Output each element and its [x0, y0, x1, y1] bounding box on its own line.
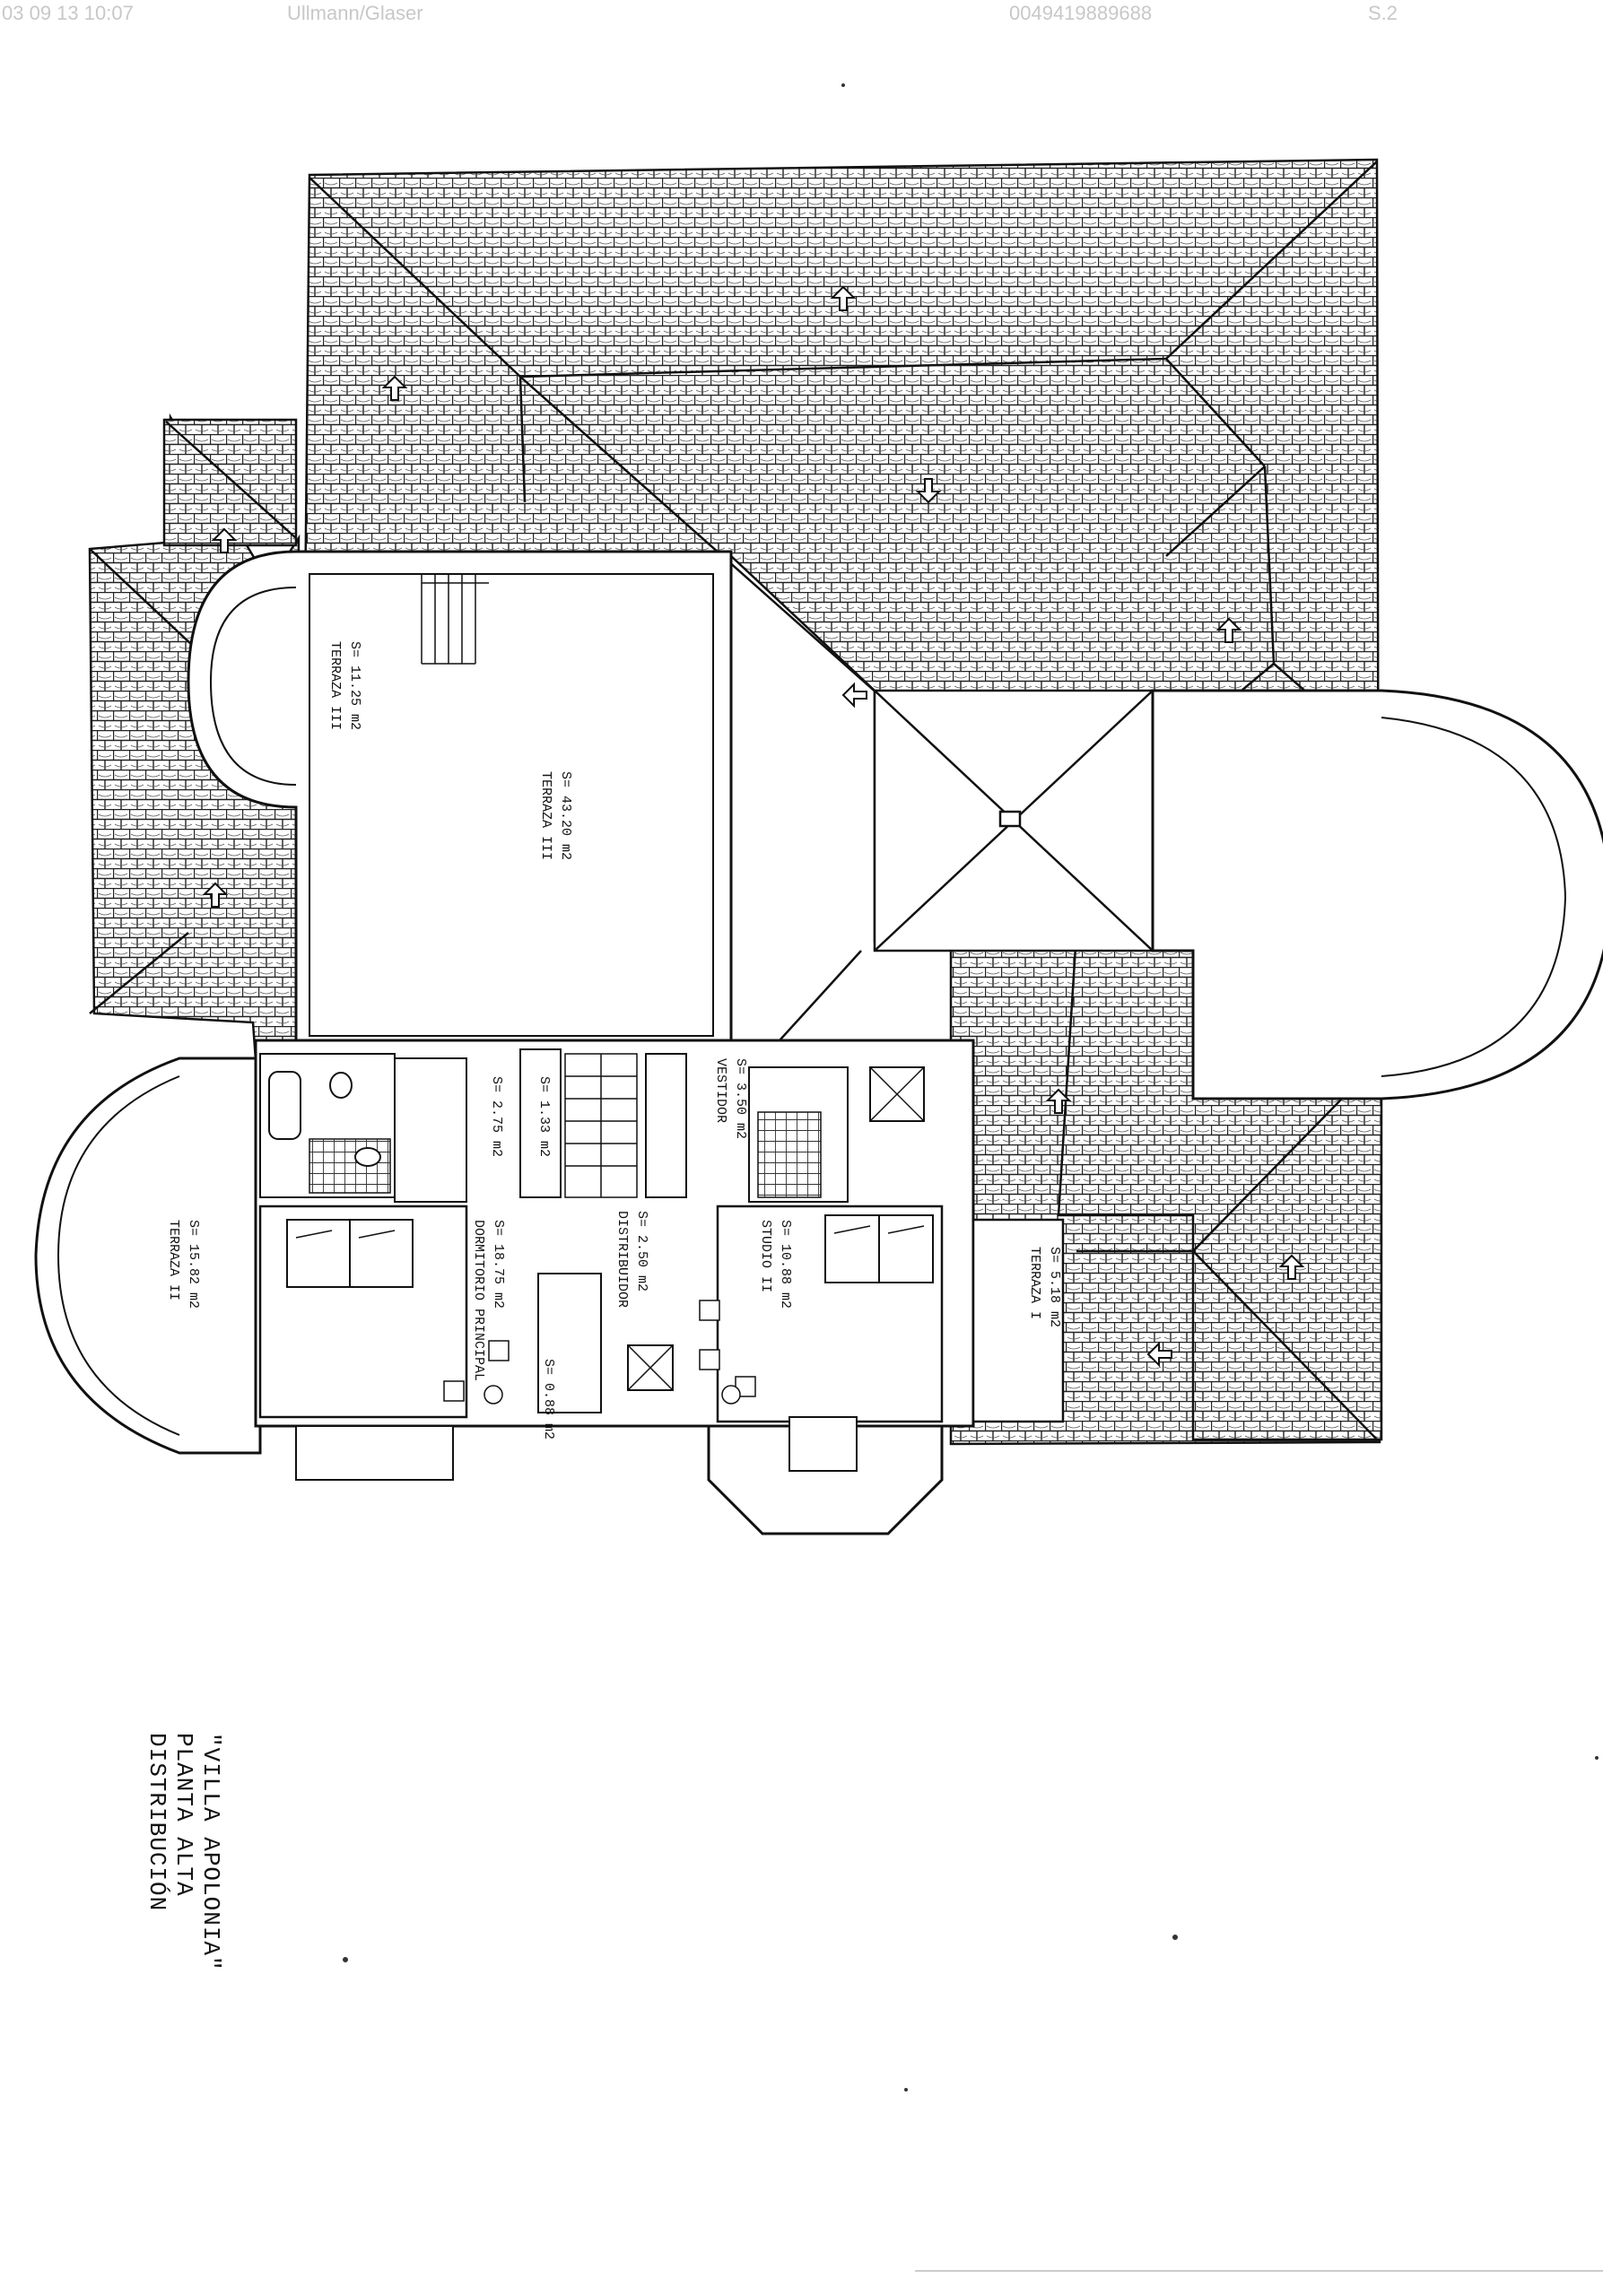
label-vestidor: VESTIDOR: [713, 1058, 728, 1123]
label-terraza-iii-round-area: S= 11.25 m2: [347, 641, 362, 730]
fax-header-page: S.2: [1368, 2, 1398, 24]
label-terraza-iii-round: TERRAZA III: [327, 641, 343, 730]
scan-specks: [343, 83, 1599, 2092]
label-terraza-iii: TERRAZA III: [538, 771, 553, 860]
label-dormitorio-principal: DORMITORIO PRINCIPAL: [471, 1220, 486, 1381]
label-distribuidor-area: S= 2.50 m2: [634, 1211, 649, 1292]
label-small-room-2-area: S= 2.75 m2: [489, 1076, 504, 1157]
fax-header-sender: Ullmann/Glaser: [287, 2, 423, 24]
title-block: "VILLA APOLONIA" PLANTA ALTA DISTRIBUCIÓ…: [135, 1733, 233, 2056]
label-terraza-ii-area: S= 15.82 m2: [186, 1220, 201, 1309]
label-small-room-3-area: S= 0.88 m2: [541, 1359, 556, 1439]
title-project-name: "VILLA APOLONIA": [197, 1733, 224, 1971]
right-round-terrace: [1151, 689, 1603, 1100]
label-estudio-ii-area: S= 10.88 m2: [778, 1220, 793, 1309]
room-labels: TERRAZA III S= 11.25 m2 TERRAZA III S= 4…: [166, 641, 1062, 1439]
label-estudio-ii: STUDIO II: [758, 1220, 773, 1292]
terraza-iii-open-area: [187, 550, 733, 1056]
patio-skylight: [873, 689, 1154, 952]
title-floor-level: PLANTA ALTA: [170, 1733, 197, 1897]
upper-floor-rooms: [254, 1039, 1065, 1535]
label-terraza-iii-area: S= 43.20 m2: [558, 771, 573, 860]
label-vestidor-area: S= 3.50 m2: [733, 1058, 748, 1139]
label-distribuidor: DISTRIBUIDOR: [614, 1211, 630, 1308]
label-small-room-1-area: S= 1.33 m2: [536, 1076, 552, 1157]
label-dormitorio-principal-area: S= 18.75 m2: [491, 1220, 506, 1309]
fax-header-phone: 0049419889688: [1009, 2, 1153, 24]
label-terraza-i: TERRAZA I: [1027, 1247, 1042, 1319]
label-terraza-i-area: S= 5.18 m2: [1047, 1247, 1062, 1327]
fax-header-date: 03 09 13 10:07: [2, 2, 134, 24]
terraza-ii: [34, 1057, 262, 1455]
label-terraza-ii: TERRAZA II: [166, 1220, 181, 1300]
title-drawing-type: DISTRIBUCIÓN: [144, 1733, 170, 1912]
